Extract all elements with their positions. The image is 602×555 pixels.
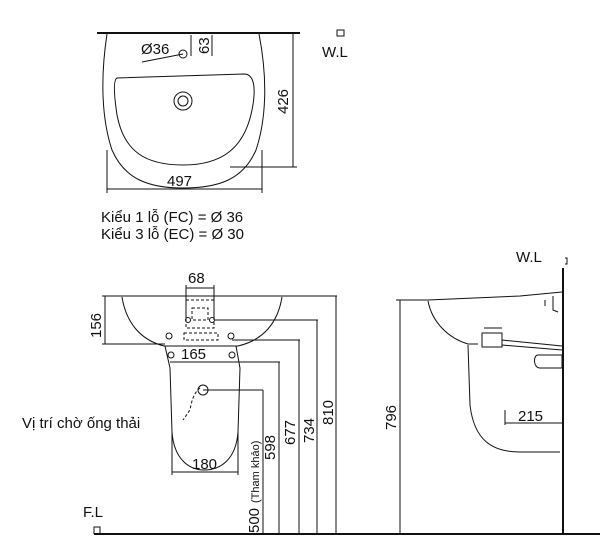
faucet-hole-left	[185, 317, 191, 323]
dim-677-label: 677	[282, 420, 299, 445]
notes-block: Kiểu 1 lỗ (FC) = Ø 36 Kiểu 3 lỗ (EC) = Ø…	[101, 209, 244, 244]
dim-156-label: 156	[88, 313, 105, 338]
hole-leader	[141, 53, 184, 63]
dim-734-label: 734	[301, 418, 318, 443]
side-rim-top	[427, 291, 563, 301]
wl-marker-side	[565, 257, 568, 265]
mount-bolt-left	[167, 351, 175, 359]
wl-marker-top	[336, 29, 345, 37]
hole-offset-label: 63	[196, 37, 213, 54]
drain-note-label: (Tham khảo)	[250, 441, 262, 503]
mount-bolt-right	[228, 351, 236, 359]
dim-180-label: 180	[192, 456, 217, 473]
drain-pipe-dashed	[182, 387, 201, 421]
drain-hole-outer	[173, 91, 193, 111]
dim-497-label: 497	[167, 173, 192, 190]
pedestal-front	[164, 345, 241, 471]
basin-bowl-front	[121, 296, 283, 347]
side-drain-body	[481, 332, 503, 348]
drain-position-label: Vị trí chờ ống thải	[22, 415, 140, 432]
bowl-outline-top	[113, 73, 255, 166]
fl-label: F.L	[83, 504, 103, 521]
front-view: 68 156 165 180 500 (Tham khảo) 598 677 7…	[22, 270, 600, 535]
faucet-dashed-box	[185, 299, 215, 329]
basin-outline-top	[102, 33, 266, 189]
mount-hole-left	[165, 332, 173, 340]
wl-label-top: W.L	[322, 44, 348, 61]
top-view: Ø36 63 426 497 W.L	[97, 29, 348, 193]
trap-dashed	[183, 332, 219, 341]
dim-598-label: 598	[262, 435, 279, 460]
dim-796-label: 796	[383, 405, 400, 430]
side-pedestal	[467, 344, 560, 453]
wl-label-side: W.L	[516, 249, 542, 266]
faucet-hole	[178, 49, 188, 59]
side-bowl-front	[427, 300, 478, 345]
side-drain-pipe-2	[501, 344, 563, 351]
note-single-hole: Kiểu 1 lỗ (FC) = Ø 36	[101, 209, 244, 226]
dim-500-label: 500	[246, 508, 263, 533]
hole-diameter-label: Ø36	[141, 41, 169, 58]
side-drain-pipe	[501, 339, 563, 347]
fl-marker	[93, 526, 101, 534]
dim-165-label: 165	[181, 346, 206, 363]
faucet-hole-right	[209, 317, 215, 323]
side-view: W.L 796 215	[383, 249, 568, 534]
note-three-hole: Kiểu 3 lỗ (EC) = Ø 30	[101, 226, 244, 244]
side-overflow	[534, 354, 563, 369]
drain-hole-inner	[177, 95, 189, 107]
dim-426-label: 426	[275, 89, 292, 114]
dim-68-label: 68	[188, 270, 205, 287]
dim-810-label: 810	[320, 400, 337, 425]
dim-215-label: 215	[518, 408, 543, 425]
faucet-dashed-inner	[191, 307, 209, 321]
mount-hole-right	[227, 332, 235, 340]
side-faucet	[544, 296, 559, 313]
